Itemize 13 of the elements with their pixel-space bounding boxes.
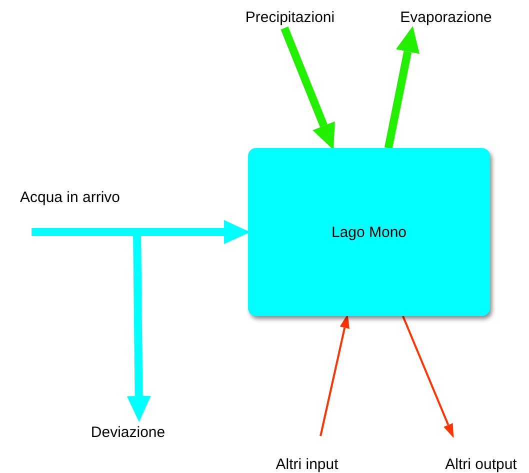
box-label: Lago Mono xyxy=(331,224,407,240)
flow-label: Altri output xyxy=(434,436,528,473)
flow-label: Altri input xyxy=(262,436,352,473)
arrow xyxy=(32,228,151,422)
arrow xyxy=(280,26,335,150)
flow-label: Deviazione xyxy=(78,420,178,444)
lake-box xyxy=(248,148,490,316)
arrow xyxy=(384,26,420,149)
arrow xyxy=(402,316,454,438)
flow-label: Acqua in arrivo xyxy=(6,189,134,232)
flow-label: Precipitazioni xyxy=(234,6,346,28)
flow-label: Evaporazione xyxy=(398,6,494,28)
arrow xyxy=(320,314,350,436)
